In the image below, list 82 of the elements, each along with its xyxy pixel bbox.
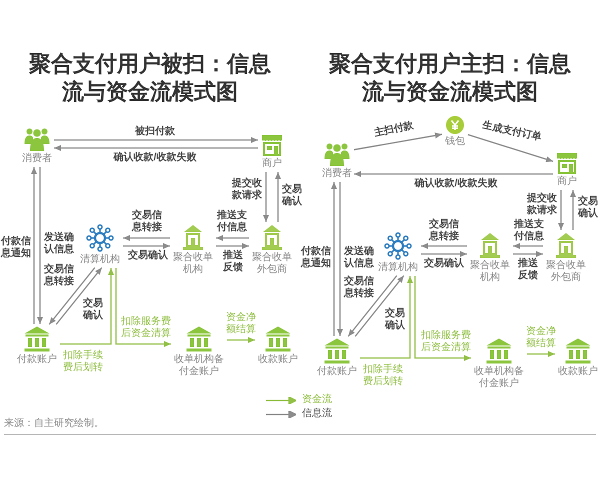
arrow: [354, 275, 404, 337]
node-label: 付款账户: [17, 354, 57, 366]
edge-label: 推送支付信息: [216, 210, 248, 234]
node-label: 清算机构: [80, 254, 120, 266]
edge-label: 交易确认: [281, 184, 303, 208]
edge-label: 交易确认: [577, 196, 599, 220]
edge-label: 确认收款/收款失败: [110, 152, 200, 164]
edge-label: 被扫付款: [134, 126, 176, 138]
arrow: [337, 182, 343, 336]
edge-label: 交易确认: [384, 308, 406, 332]
arrow: [263, 172, 269, 222]
arrow: [48, 267, 96, 325]
node-label: 商户: [262, 158, 282, 170]
source-note: 来源：自主研究绘制。: [4, 418, 104, 430]
node-label: 收款账户: [258, 354, 298, 366]
edge-label: 交易信息转接: [43, 264, 75, 288]
edge-label: 提交收款请求: [526, 193, 558, 217]
edge-label: 交易信息转接: [343, 276, 375, 300]
arrow: [360, 276, 413, 359]
node-label: 聚合收单外包商: [251, 252, 293, 276]
edge-label: 资金净额结算: [525, 326, 557, 350]
arrow: [115, 268, 171, 347]
edge-label: 交易确认: [423, 258, 465, 270]
edge-label: 发送确认信息: [43, 232, 75, 256]
arrow: [468, 134, 554, 162]
edge-label: 付款信息通知: [300, 246, 332, 270]
arrow: [348, 275, 398, 337]
arrow: [227, 337, 255, 343]
arrow: [123, 243, 170, 249]
node-label: 付款账户: [317, 366, 357, 378]
node-label: 消费者: [322, 168, 352, 180]
panel-heading: 聚合支付用户被扫：信息流与资金流模式图: [28, 50, 272, 106]
edge-label: 扣除服务费后资金清算: [420, 330, 472, 354]
edge-label: 交易确认: [127, 250, 169, 262]
arrow: [60, 268, 114, 345]
edge-label: 提交收款请求: [231, 178, 263, 202]
arrow: [31, 167, 37, 324]
arrow: [216, 243, 249, 249]
arrow: [123, 235, 170, 241]
legend-label: 信息流: [302, 408, 332, 420]
edge-label: 扣除手续费后划转: [362, 364, 404, 388]
arrow: [54, 137, 258, 143]
node-label: 商户: [557, 176, 577, 188]
arrow: [527, 351, 555, 357]
arrow: [354, 132, 442, 150]
node-label: 清算机构: [378, 262, 418, 274]
arrow: [275, 172, 281, 222]
arrow: [54, 145, 258, 151]
edge-label: 推送支付信息: [513, 219, 545, 243]
legend-label: 资金流: [302, 394, 332, 406]
node-label: 收款账户: [558, 366, 598, 378]
arrow: [354, 171, 553, 177]
edge-label: 发送确认信息: [343, 246, 375, 270]
arrow: [421, 243, 467, 249]
node-label: 收单机构备付金账户: [473, 366, 525, 390]
arrow: [37, 167, 43, 324]
arrow: [216, 235, 249, 241]
arrow: [558, 190, 564, 230]
node-label: 钱包: [445, 136, 465, 148]
arrow: [56, 267, 102, 325]
arrow: [331, 182, 337, 336]
edge-label: 资金净额结算: [225, 312, 257, 336]
node-label: 聚合收单机构: [172, 252, 214, 276]
arrow: [414, 276, 471, 361]
arrow: [513, 251, 543, 257]
edge-label: 交易确认: [82, 298, 104, 322]
panel-heading: 聚合支付用户主扫：信息流与资金流模式图: [328, 50, 572, 106]
node-label: 聚合收单机构: [469, 260, 511, 284]
edge-label: 推送反馈: [517, 258, 539, 282]
edge-label: 付款信息通知: [0, 236, 32, 260]
edge-label: 推送反馈: [222, 250, 244, 274]
arrow: [421, 251, 467, 257]
node-label: 聚合收单外包商: [545, 260, 587, 284]
edge-label: 交易信息转接: [428, 219, 460, 243]
edge-label: 交易信息转接: [131, 210, 163, 234]
arrow: [570, 190, 576, 230]
edge-label: 扣除手续费后划转: [62, 350, 104, 374]
edge-label: 确认收款/收款失败: [411, 178, 501, 190]
node-label: 消费者: [22, 153, 52, 165]
node-label: 收单机构备付金账户: [173, 354, 225, 378]
arrow: [513, 243, 543, 249]
edge-label: 扣除服务费后资金清算: [120, 316, 172, 340]
